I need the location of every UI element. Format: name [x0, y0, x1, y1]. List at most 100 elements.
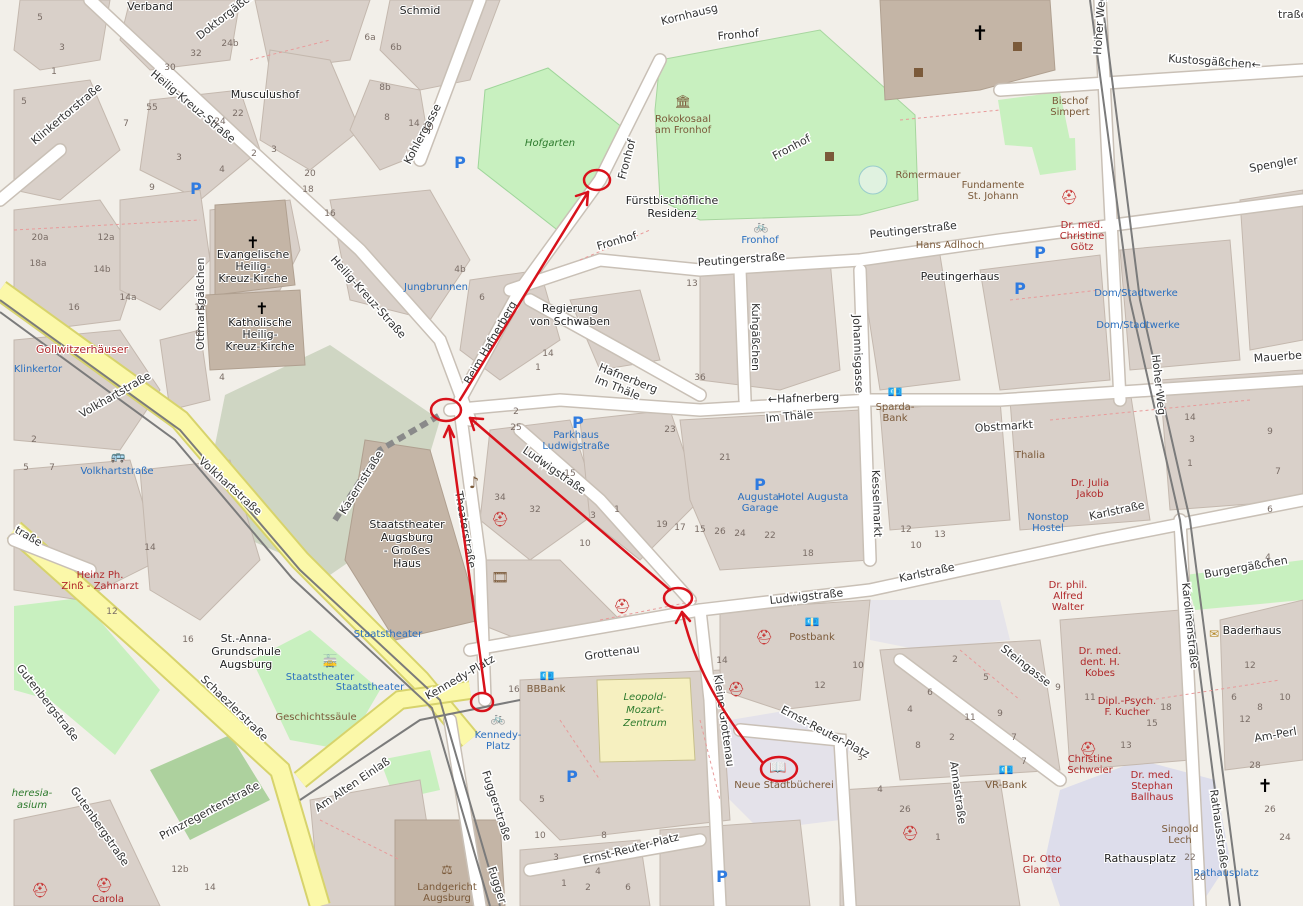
route-annotation: [429, 168, 799, 783]
house-number: 10: [910, 541, 922, 551]
parking-icon: P: [716, 867, 728, 886]
house-number: 13: [686, 279, 697, 289]
house-number: 3: [59, 43, 65, 53]
house-number: 12b: [171, 865, 188, 875]
house-number: 18: [302, 185, 314, 195]
bank-icon: 💶: [999, 763, 1014, 777]
poi-augusta-garage: Augusta-Garage: [738, 492, 783, 514]
house-number: 13: [1120, 741, 1131, 751]
street-hoher-weg-1: Hoher Weg: [1091, 0, 1108, 55]
place-verband: Verband: [127, 0, 173, 13]
house-number: 14a: [120, 293, 137, 303]
house-number: 8: [601, 831, 607, 841]
doctor-icon: ⛑: [491, 512, 509, 528]
house-number: 18a: [30, 259, 47, 269]
house-number: 24: [214, 117, 226, 127]
green-right: [1185, 560, 1303, 610]
house-number: 36: [694, 373, 706, 383]
poi-hofgarten: Hofgarten: [525, 138, 575, 149]
house-number: 12a: [98, 233, 115, 243]
street-hafnerberg: ←Hafnerberg: [768, 391, 840, 406]
tram-stop-icon: 🚋: [323, 654, 338, 668]
boundaries: [13, 39, 1281, 861]
street-im-thaele: Im Thäle: [765, 408, 814, 425]
poi-bbbank: BBBank: [527, 684, 566, 695]
poi-neue-stadtbuecherei: Neue Stadtbücherei: [734, 780, 833, 791]
house-number: 14: [716, 656, 728, 666]
house-number: 8: [915, 741, 921, 751]
house-number: 2: [585, 883, 591, 893]
house-number: 12: [106, 607, 117, 617]
doctor-icon: ⛑: [1079, 742, 1097, 758]
house-number: 15: [1146, 719, 1157, 729]
house-number: 14: [542, 349, 554, 359]
house-number: 3: [553, 853, 559, 863]
place-gollwitzerhaeuser: Gollwitzerhäuser: [36, 343, 129, 356]
house-number: 14: [408, 119, 420, 129]
house-number: 23: [664, 425, 675, 435]
poi-kennedy-platz-stop: Kennedy-Platz: [475, 730, 522, 752]
house-number: 3: [1189, 435, 1195, 445]
doctor-icon: ⛑: [95, 878, 113, 894]
house-number: 14: [204, 883, 216, 893]
monument-icon: [1013, 42, 1022, 51]
house-number: 24b: [221, 39, 238, 49]
doctor-icon: ⛑: [727, 682, 745, 698]
steingasse-area: [870, 600, 1010, 650]
route-circle-ludwigstrasse: [662, 586, 694, 610]
house-number: 5: [23, 463, 29, 473]
poi-hotel-augusta: Hotel Augusta: [778, 492, 849, 503]
poi-thalia: Thalia: [1014, 450, 1045, 461]
house-number: 9: [1055, 683, 1061, 693]
house-number: 10: [852, 661, 864, 671]
house-number: 5: [539, 795, 545, 805]
house-number: 3: [857, 753, 863, 763]
house-number: 6b: [390, 43, 402, 53]
monument-icon: [825, 152, 834, 161]
cathedral-building: [879, 0, 1056, 101]
poi-roemermauer: Römermauer: [896, 170, 962, 181]
poi-dipl-psych-kucher: Dipl.-Psych.F. Kucher: [1098, 696, 1156, 718]
parking-icon: P: [1014, 279, 1026, 298]
house-number: 2: [31, 435, 37, 445]
house-number: 4: [595, 867, 601, 877]
house-number: 6: [1267, 505, 1273, 515]
house-number: 34: [494, 493, 506, 503]
museum-icon: 🏛: [675, 94, 692, 110]
landmark-buildings: [204, 0, 1056, 906]
house-number: 10: [1279, 693, 1291, 703]
house-number: 6: [625, 883, 631, 893]
place-musculushof: Musculushof: [231, 88, 301, 101]
house-number: 18: [1160, 703, 1172, 713]
cinema-icon: 🎞: [491, 570, 509, 586]
route-arrow-kennedy-to-hafnerberg: [447, 424, 487, 694]
poi-staatstheater-stop-2: Staatstheater: [286, 672, 355, 683]
house-number: 7: [1021, 757, 1027, 767]
leopold-mozart-block: [596, 677, 696, 763]
house-number: 4: [907, 705, 913, 715]
green-lower-left: [14, 598, 160, 755]
poi-hans-adlhoch: Hans Adlhoch: [916, 240, 984, 251]
post-icon: ✉: [1209, 627, 1219, 641]
route-circle-hafnerberg: [429, 397, 463, 423]
house-number: 5: [37, 13, 43, 23]
street-hoher-weg-2: Hoher Weg: [1149, 354, 1168, 416]
route-arrow-to-fronhof: [458, 190, 590, 402]
parking-icon: P: [454, 153, 466, 172]
doctor-icon: ⛑: [1060, 190, 1078, 206]
house-number: 2: [949, 733, 955, 743]
staatstheater-building: [344, 439, 481, 641]
house-number: 16: [182, 635, 194, 645]
